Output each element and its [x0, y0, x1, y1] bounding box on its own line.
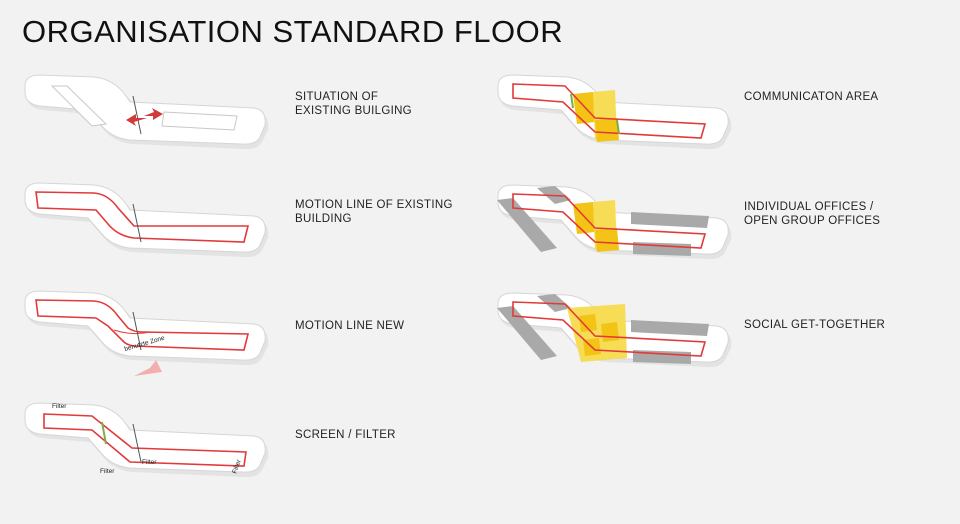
caption-motion-line-existing: MOTION LINE OF EXISTING BUILDING: [295, 199, 453, 225]
arrow-left-icon: [126, 114, 147, 126]
caption-individual-offices: INDIVIDUAL OFFICES / OPEN GROUP OFFICES: [744, 201, 881, 227]
diagram-existing-building: [22, 72, 272, 162]
annotation-filter-2: Filter: [100, 468, 115, 475]
diagram-screen-filter: Filter Filter Filter Filter: [22, 400, 272, 490]
caption-existing-building: SITUATION OF EXISTING BUILGING: [295, 91, 412, 117]
arrow-right-icon: [144, 108, 163, 120]
diagram-motion-line-existing: [22, 180, 272, 270]
caption-screen-filter: SCREEN / FILTER: [295, 429, 396, 441]
diagram-social-get-together: [495, 290, 735, 380]
diagram-communication-area: [495, 72, 735, 162]
caption-communication-area: COMMUNICATON AREA: [744, 91, 879, 103]
arrow-up-icon: [134, 360, 162, 376]
annotation-filter-4: Filter: [231, 458, 243, 475]
page-title: ORGANISATION STANDARD FLOOR: [22, 14, 564, 49]
annotation-filter-3: Filter: [142, 459, 157, 466]
caption-social-get-together: SOCIAL GET-TOGETHER: [744, 319, 886, 331]
caption-motion-line-new: MOTION LINE NEW: [295, 320, 405, 332]
annotation-filter-1: Filter: [52, 403, 67, 410]
diagram-individual-offices: [495, 182, 735, 272]
diagram-motion-line-new: benutzte Zone: [22, 288, 272, 383]
